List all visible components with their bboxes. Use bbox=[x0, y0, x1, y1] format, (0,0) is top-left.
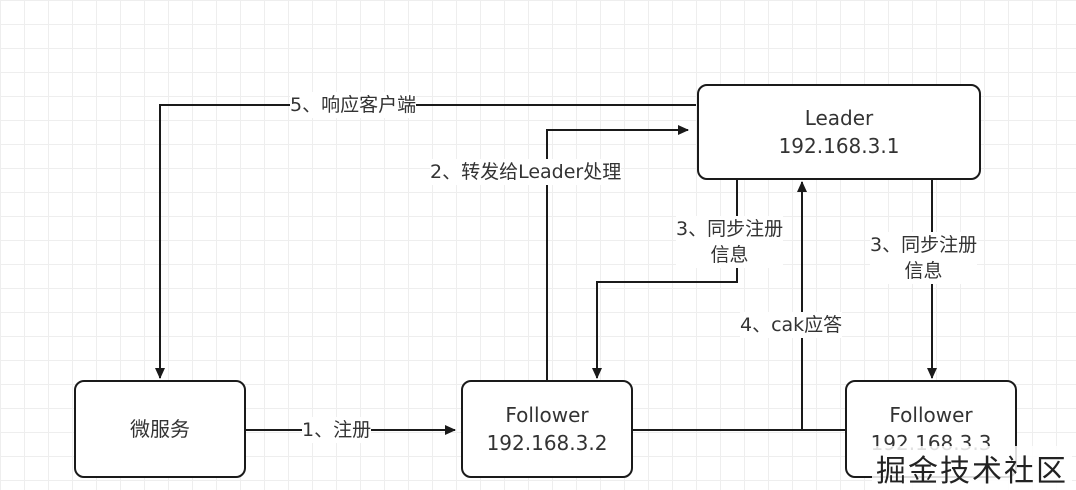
microservice-label: 微服务 bbox=[130, 417, 190, 441]
edge-label-sync-a-line2: 信息 bbox=[710, 244, 749, 266]
edge-label-ack: 4、cak应答 bbox=[740, 312, 843, 338]
edge-label-sync-b-line1: 3、同步注册 bbox=[870, 234, 978, 256]
follower-b-name: Follower bbox=[889, 403, 973, 427]
edge-label-sync-b-line2: 信息 bbox=[904, 260, 943, 282]
edge-label-respond: 5、响应客户端 bbox=[290, 92, 417, 118]
edge-label-register: 1、注册 bbox=[302, 417, 372, 443]
edge-label-sync-a-line1: 3、同步注册 bbox=[676, 218, 784, 240]
edge-ack bbox=[633, 182, 845, 431]
edge-forward bbox=[546, 125, 689, 380]
edge-respond bbox=[155, 104, 696, 379]
watermark: 掘金技术社区 bbox=[872, 446, 1072, 490]
leader-ip: 192.168.3.1 bbox=[778, 134, 900, 158]
leader-node: Leader 192.168.3.1 bbox=[697, 84, 981, 180]
follower-a-name: Follower bbox=[505, 403, 589, 427]
edge-label-forward: 2、转发给Leader处理 bbox=[430, 159, 622, 185]
edge-label-sync-b: 3、同步注册 信息 bbox=[870, 232, 978, 284]
edge-sync-a bbox=[592, 180, 738, 379]
follower-a-ip: 192.168.3.2 bbox=[486, 431, 608, 455]
leader-name: Leader bbox=[804, 106, 874, 130]
edge-label-sync-a: 3、同步注册 信息 bbox=[676, 216, 784, 268]
follower-node-a: Follower 192.168.3.2 bbox=[461, 380, 633, 478]
microservice-node: 微服务 bbox=[74, 380, 246, 478]
